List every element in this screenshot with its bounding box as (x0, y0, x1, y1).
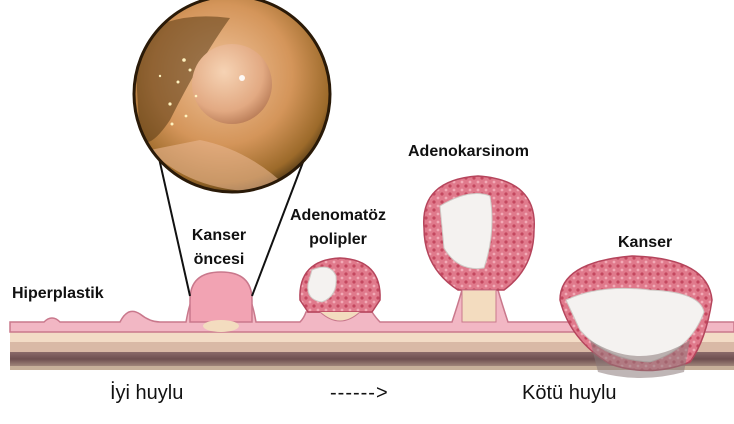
label-adenomatous-line2: polipler (286, 230, 390, 250)
endoscopy-image (134, 0, 330, 192)
benign-label: İyi huylu (110, 380, 183, 406)
adenocarcinoma-polyp (424, 176, 535, 322)
adenomatous-polyp (300, 258, 380, 321)
label-hyperplastic: Hiperplastik (12, 284, 104, 304)
progression-arrow: ------> (330, 380, 389, 406)
label-precancer-line2: öncesi (176, 250, 262, 270)
label-adenomatous: Adenomatöz polipler (286, 206, 390, 250)
label-precancer: Kanser öncesi (176, 226, 262, 270)
label-adenocarcinoma: Adenokarsinom (408, 142, 529, 162)
endoscopic-polyp (192, 44, 272, 124)
malignant-label: Kötü huylu (522, 380, 617, 406)
label-cancer: Kanser (618, 233, 672, 253)
label-precancer-line1: Kanser (176, 226, 262, 246)
label-adenomatous-line1: Adenomatöz (286, 206, 390, 226)
